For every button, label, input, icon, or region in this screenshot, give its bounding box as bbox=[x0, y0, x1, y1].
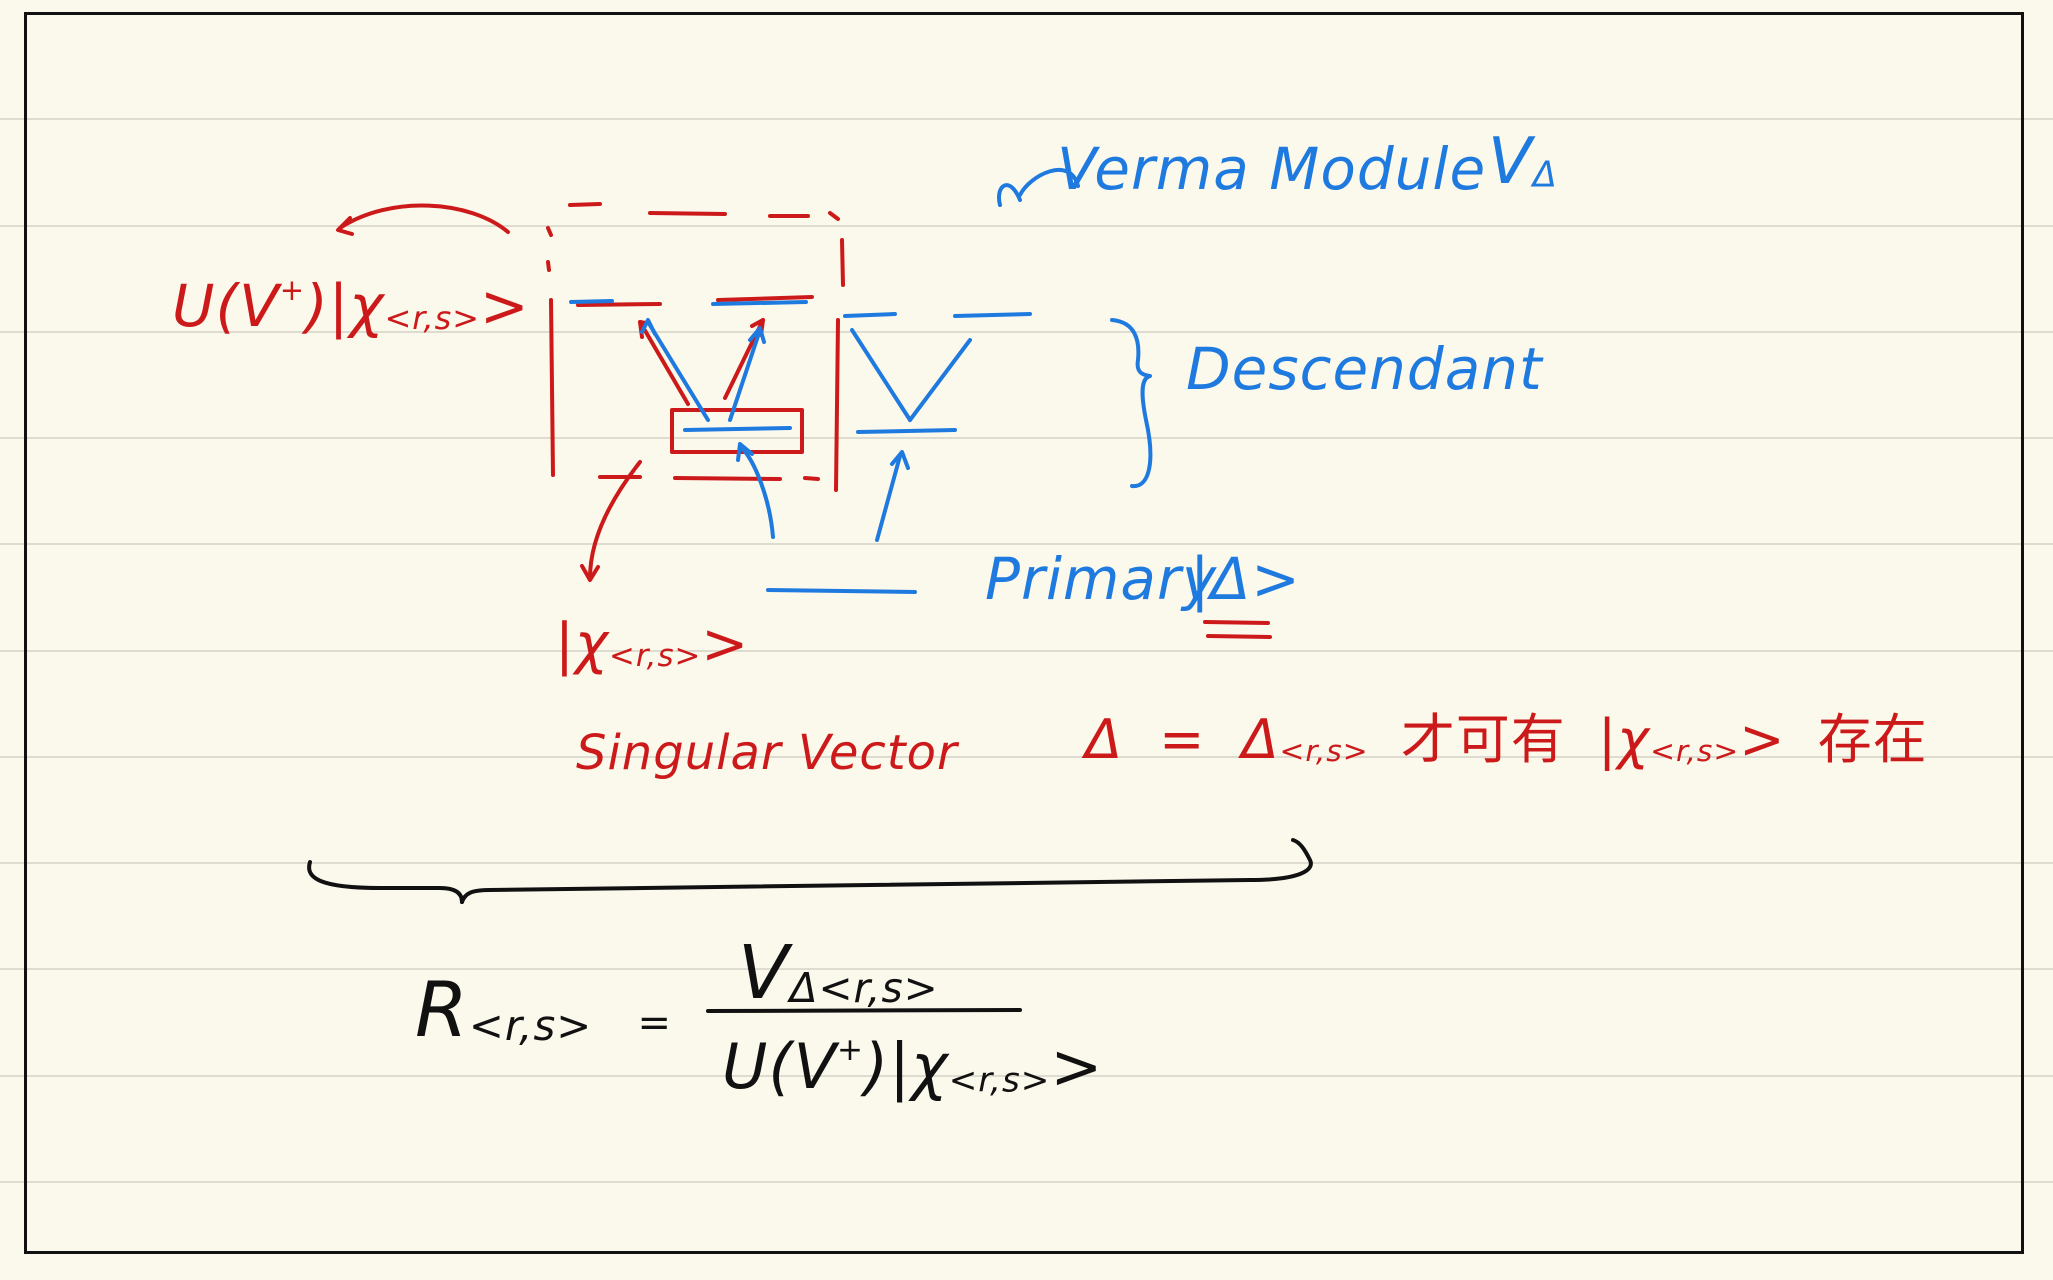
blue-up-arrow bbox=[738, 444, 775, 539]
blue-v-right bbox=[908, 338, 972, 422]
ruled-line bbox=[0, 1075, 2053, 1077]
primary-bar bbox=[766, 588, 917, 594]
condition-statement: Δ = Δ<r,s> 才可有 |χ<r,s>> 存在 bbox=[1085, 708, 1928, 771]
verma-module-label: Verma Module bbox=[1057, 135, 1487, 203]
ruled-line bbox=[0, 1181, 2053, 1183]
underbrace bbox=[307, 838, 1313, 1013]
blue-descendant-right bbox=[728, 328, 762, 422]
ruled-line bbox=[0, 756, 2053, 758]
formula-lhs: R<r,s> = bbox=[415, 965, 672, 1054]
submodule-pointer-arrow bbox=[338, 203, 510, 234]
page-border bbox=[24, 12, 2024, 1254]
descendant-label: Descendant bbox=[1186, 335, 1543, 403]
level-bar-red bbox=[716, 295, 814, 302]
verma-module-symbol: VΔ bbox=[1488, 125, 1558, 199]
ruled-line bbox=[0, 650, 2053, 652]
blue-v-left bbox=[850, 328, 912, 422]
singular-vector-label: Singular Vector bbox=[576, 725, 958, 781]
ruled-line bbox=[0, 543, 2053, 545]
formula-numerator: VΔ<r,s> bbox=[738, 930, 939, 1016]
ruled-line bbox=[0, 968, 2053, 970]
primary-ket: |Δ> bbox=[1190, 545, 1301, 613]
level-bar-red bbox=[576, 302, 662, 307]
blue-up-arrow bbox=[875, 454, 902, 542]
primary-underline bbox=[1203, 620, 1270, 625]
verma-pointer bbox=[1018, 168, 1080, 197]
ruled-line bbox=[0, 118, 2053, 120]
blue-descendant-left bbox=[646, 320, 710, 422]
level-bar-blue bbox=[711, 300, 808, 306]
primary-label: Primary bbox=[985, 545, 1218, 613]
level-bar-blue bbox=[953, 312, 1032, 318]
ruled-line bbox=[0, 331, 2053, 333]
submodule-label: U(V+)|χ<r,s>> bbox=[172, 272, 530, 340]
ruled-line bbox=[0, 437, 2053, 439]
ruled-line bbox=[0, 862, 2053, 864]
level-bar-blue bbox=[843, 312, 897, 318]
fraction-bar bbox=[706, 1008, 1022, 1013]
red-arrow-left bbox=[638, 320, 690, 406]
level-bar-blue bbox=[856, 428, 957, 434]
level-bar-blue bbox=[569, 299, 614, 304]
ruled-line bbox=[0, 225, 2053, 227]
level-bar-blue bbox=[683, 426, 792, 432]
singular-state-label: |χ<r,s>> bbox=[555, 612, 750, 677]
descendant-brace bbox=[1110, 318, 1153, 489]
formula-denominator: U(V+)|χ<r,s>> bbox=[722, 1030, 1104, 1103]
submodule-box bbox=[546, 202, 845, 492]
singular-pointer-arrow bbox=[588, 460, 642, 580]
